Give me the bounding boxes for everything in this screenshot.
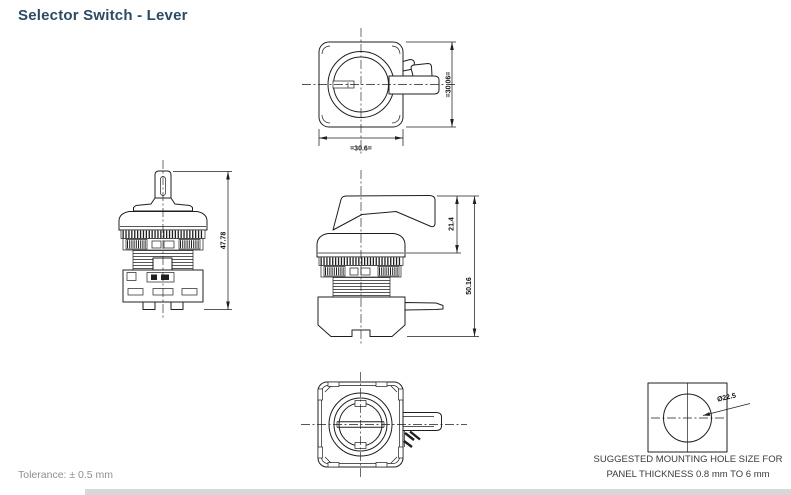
lever-front-view (154, 170, 172, 201)
front-view: 47.78 (118, 160, 232, 318)
top-view: =30.6= =30.06= (302, 28, 456, 154)
dimension-top-height: =30.06= (406, 41, 456, 128)
bottom-view (301, 372, 467, 478)
mounting-hole-view: Ø22.5 (647, 382, 751, 453)
mounting-note: SUGGESTED MOUNTING HOLE SIZE FOR PANEL T… (585, 453, 791, 482)
mounting-note-line2: PANEL THICKNESS 0.8 mm TO 6 mm (606, 468, 770, 480)
side-view: 21.4 50.16 (316, 170, 479, 344)
lever-top-view (388, 75, 440, 95)
lever-bottom-view (402, 412, 442, 431)
dimension-side-overall: 50.16 (407, 196, 479, 337)
tolerance-note: Tolerance: ± 0.5 mm (18, 469, 114, 481)
dim-label-top-height: =30.06= (446, 72, 453, 98)
dim-label-side-overall: 50.16 (466, 277, 473, 295)
mounting-note-line1: SUGGESTED MOUNTING HOLE SIZE FOR (593, 454, 783, 465)
bezel-side-view (316, 233, 406, 258)
lever-side-view (332, 195, 436, 231)
lever-marking (403, 430, 421, 448)
dimension-top-width: =30.6= (318, 129, 404, 153)
dim-label-top-width: =30.6= (350, 146, 372, 153)
thread-side-view (332, 277, 391, 297)
bottom-bar (85, 489, 791, 495)
dimension-front-height: 47.78 (173, 171, 232, 310)
base-side-view (317, 296, 406, 337)
dim-label-side-lever: 21.4 (449, 217, 456, 231)
dim-label-front-height: 47.78 (221, 232, 228, 250)
dimension-hole-diameter: Ø22.5 (702, 392, 751, 416)
dim-label-hole-diameter: Ø22.5 (717, 392, 737, 403)
page-title: Selector Switch - Lever (18, 7, 188, 24)
dimension-side-lever: 21.4 (406, 195, 479, 254)
